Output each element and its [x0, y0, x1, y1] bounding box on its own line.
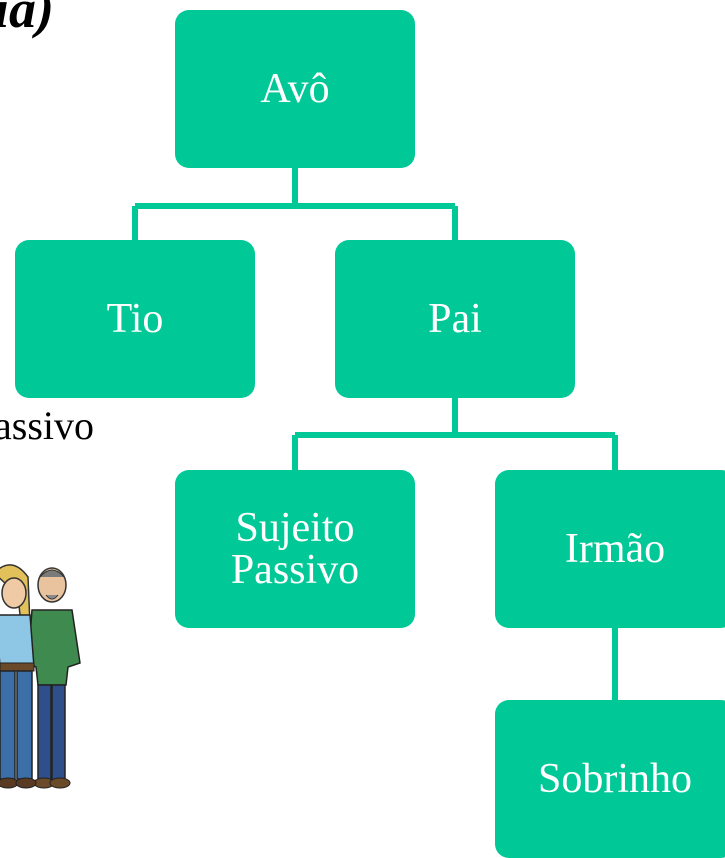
- node-tio: Tio: [15, 240, 255, 398]
- node-avo: Avô: [175, 10, 415, 168]
- node-irmao: Irmão: [495, 470, 725, 628]
- node-pai-label: Pai: [428, 296, 482, 342]
- partial-body-text: assivo: [0, 403, 94, 448]
- couple-cartoon-illustration: [0, 564, 81, 789]
- node-pai: Pai: [335, 240, 575, 398]
- partial-title-text: ia): [0, 0, 54, 39]
- node-tio-label: Tio: [106, 296, 164, 342]
- node-sujeito-passivo-label: Sujeito Passivo: [230, 505, 360, 593]
- node-avo-label: Avô: [260, 66, 330, 112]
- woman-figure: [0, 564, 37, 789]
- node-sobrinho-label: Sobrinho: [537, 756, 692, 802]
- man-figure: [27, 567, 81, 789]
- node-sobrinho: Sobrinho: [495, 700, 725, 858]
- node-sujeito-passivo: Sujeito Passivo: [175, 470, 415, 628]
- node-irmao-label: Irmão: [564, 526, 666, 572]
